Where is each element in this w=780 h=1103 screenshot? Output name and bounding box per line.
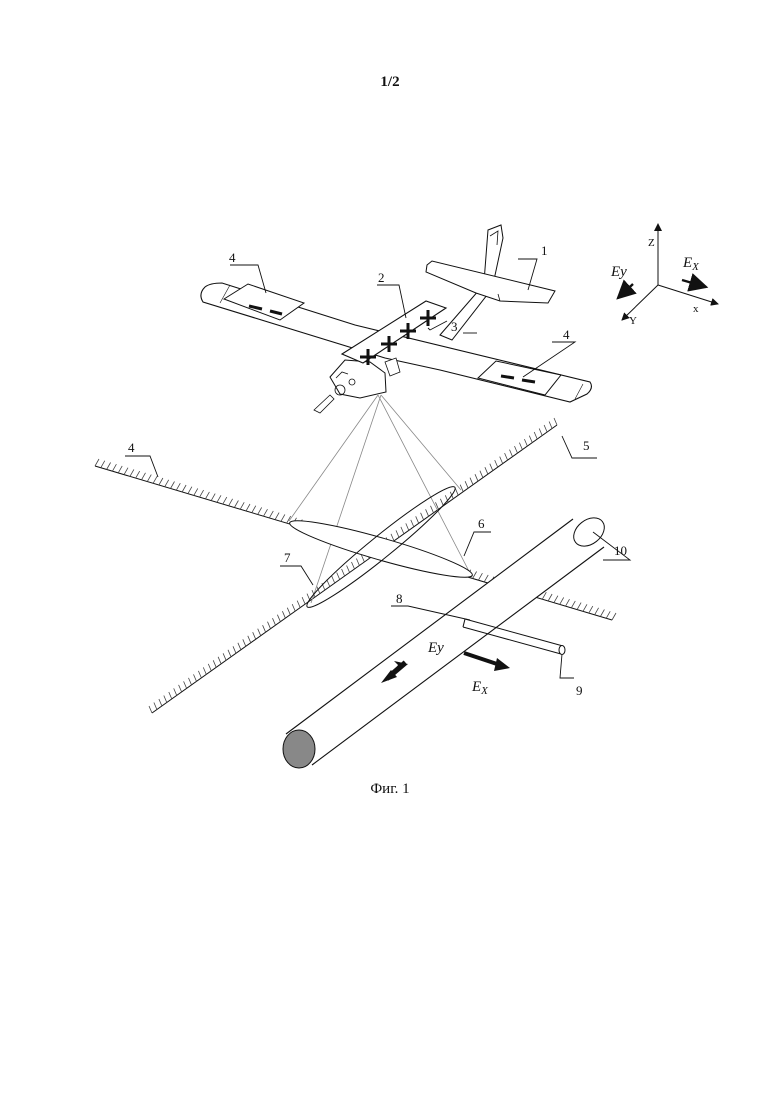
pipe-end-cap [283,730,315,768]
legend-ey-label: Ey [610,264,627,280]
label-10: 10 [614,543,627,558]
label-3: 3 [451,319,458,334]
label-5: 5 [583,438,590,453]
propeller-icon [314,395,334,413]
pipeline [283,512,610,768]
footprint-ellipse-6 [287,512,476,586]
axes-legend [618,224,718,320]
label-6: 6 [478,516,485,531]
label-4-right-wing: 4 [563,327,570,342]
label-8: 8 [396,591,403,606]
axis-x-label: x [693,303,699,315]
pipe-ex-label: EX [471,679,489,697]
ex-arrow-icon [464,653,500,665]
leader-lines [125,259,630,678]
label-1: 1 [541,243,548,258]
uav-aircraft [201,225,592,413]
axis-y-label: Y [629,315,637,327]
figure-caption: Фиг. 1 [0,781,780,798]
label-2: 2 [378,270,385,285]
legend-ex-label: EX [682,255,700,273]
label-9: 9 [576,683,583,698]
label-4-left-wing: 4 [229,250,236,265]
axis-z-label: Z [648,237,655,249]
label-4-ground: 4 [128,440,135,455]
label-7: 7 [284,550,291,565]
pipe-ey-label: Ey [427,640,444,656]
